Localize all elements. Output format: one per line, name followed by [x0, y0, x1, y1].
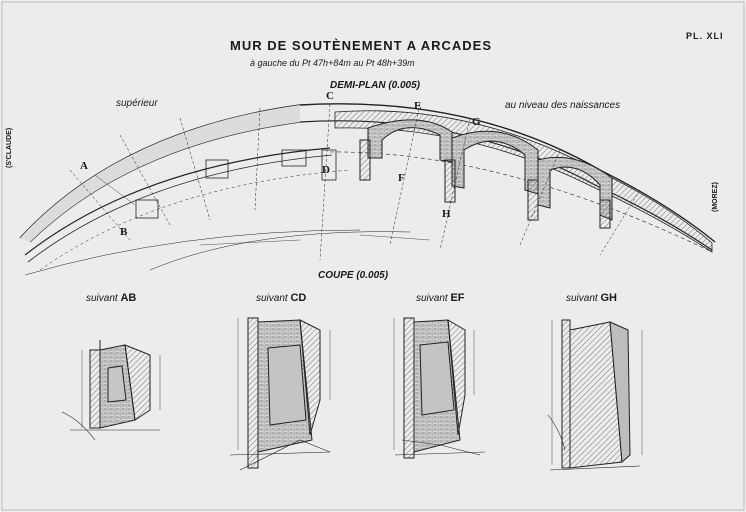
hatched-wall-plan: [334, 110, 713, 253]
section-letter-b: B: [120, 226, 128, 238]
plan-left-end-label: (S'CLAUDE): [6, 127, 13, 168]
section-letter-a: A: [80, 160, 88, 172]
section-letter-g: G: [472, 116, 481, 128]
caption-section-gh: suivant GH: [566, 292, 617, 304]
section-letter-f: F: [398, 172, 405, 184]
plan-right-end-label: (MOREZ): [712, 182, 719, 212]
caption-section-ab: suivant AB: [86, 292, 137, 304]
plate-title: MUR DE SOUTÈNEMENT A ARCADES: [230, 38, 493, 53]
section-letter-d: D: [322, 164, 330, 176]
plan-upper-label: supérieur: [116, 98, 158, 109]
caption-section-ef: suivant EF: [416, 292, 465, 304]
cross-section-ab: [61, 340, 160, 441]
caption-section-cd: suivant CD: [256, 292, 307, 304]
plate-subtitle: à gauche du Pt 47h+84m au Pt 48h+39m: [250, 58, 415, 68]
plate-number: PL. XLI: [686, 31, 724, 41]
arcades: [359, 119, 613, 229]
section-letter-c: C: [326, 90, 334, 102]
cross-section-cd: [229, 317, 331, 471]
plan-heading: DEMI-PLAN (0.005): [330, 80, 421, 91]
section-letter-e: E: [414, 100, 422, 112]
cross-section-ef: [394, 317, 486, 459]
section-letter-h: H: [442, 208, 451, 220]
plan-lower-label: au niveau des naissances: [505, 100, 621, 111]
section-heading: COUPE (0.005): [318, 270, 389, 281]
cross-section-gh: [547, 319, 641, 471]
